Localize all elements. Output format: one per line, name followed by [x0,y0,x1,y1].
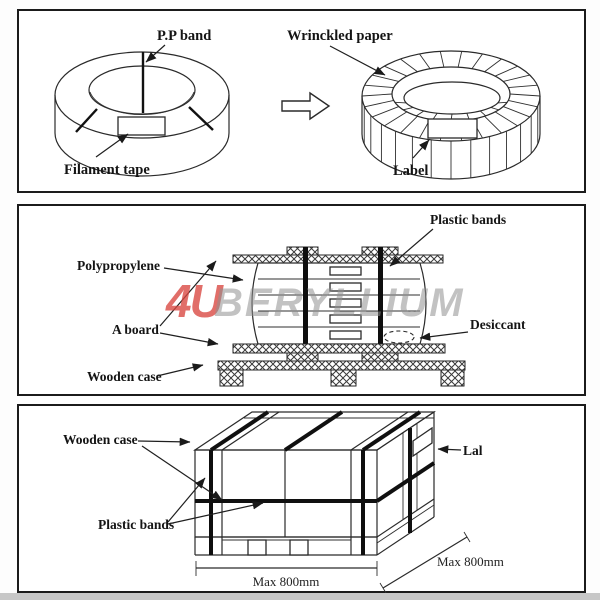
pallet-deck [217,360,466,371]
wrinkled-paper-wall-segments [363,106,539,179]
a-board-arrow-top [159,260,217,327]
width-dimension-text: Max 800mm [253,574,320,589]
crate-wooden-case-arrow-2 [141,445,223,501]
plastic-bands-arrow [389,228,434,267]
coil-label-arrow [412,139,430,159]
wrinkled-paper-arrow [329,45,386,76]
a-board-top [232,254,444,264]
a-board-label: A board [112,322,159,337]
crate-label-label: Lal [463,443,483,458]
crate-plastic-bands-label: Plastic bands [98,517,174,532]
crate-plastic-bands-arrow-2 [167,501,264,525]
coil-panel: P.P band Filament tape Wrinckled paper L… [17,9,586,193]
desiccant-arrow [419,331,469,341]
crate-wooden-case-label: Wooden case [63,432,138,447]
plastic-band-right [378,247,383,361]
depth-dimension-text: Max 800mm [437,554,504,569]
wrinkled-paper-label: Wrinckled paper [287,28,393,44]
watermark-logo: 4U BERYLLIUM [165,275,465,327]
crate-drawing [193,410,436,556]
desiccant-pouch [383,330,415,344]
pp-band-mark-right [188,106,214,131]
pallet-leg-left [219,369,244,387]
pallet-panel: Plastic bands Polypropylene A board Wood… [17,204,586,396]
pallet-leg-right [440,369,465,387]
crate-panel-border [17,404,586,593]
crate-panel: Wooden case Plastic bands Lal Max 800mm … [17,404,586,594]
filament-tape-patch [117,116,166,136]
bare-coil-drawing [54,51,230,177]
wooden-case-arrow [156,363,204,377]
a-board-arrow-bottom [159,332,219,347]
pp-band-label: P.P band [157,28,211,44]
crate-plastic-bands [195,410,436,555]
wrapped-coil-drawing [361,50,541,180]
polypropylene-arrow [163,267,244,283]
crate-label-arrow [437,445,462,454]
coil-label-label: Label [393,163,428,179]
pp-band-mark-left [75,108,98,133]
a-board-bottom [232,343,446,354]
plastic-band-left [303,247,308,361]
filament-tape-arrow [95,133,129,158]
depth-dimension: Max 800mm [379,531,504,594]
watermark-prefix: 4U [165,275,225,327]
wooden-case-label: Wooden case [87,369,162,384]
plastic-bands-label: Plastic bands [430,212,506,227]
crate-plastic-bands-arrow-1 [167,477,206,523]
transform-block-arrow-icon [281,91,331,121]
coil-label-patch [427,118,478,139]
pallet-drawing [217,246,466,387]
footer-strip [0,593,600,600]
watermark-text: BERYLLIUM [214,281,465,325]
pp-band-arrow [145,44,166,63]
filament-tape-label: Filament tape [64,162,150,178]
polypropylene-label: Polypropylene [77,258,160,273]
desiccant-label: Desiccant [470,317,526,332]
crate-wooden-case-arrow-1 [137,437,191,447]
pallet-leg-center [330,369,357,387]
width-dimension: Max 800mm [195,561,378,589]
crate-label-plate [412,426,433,458]
